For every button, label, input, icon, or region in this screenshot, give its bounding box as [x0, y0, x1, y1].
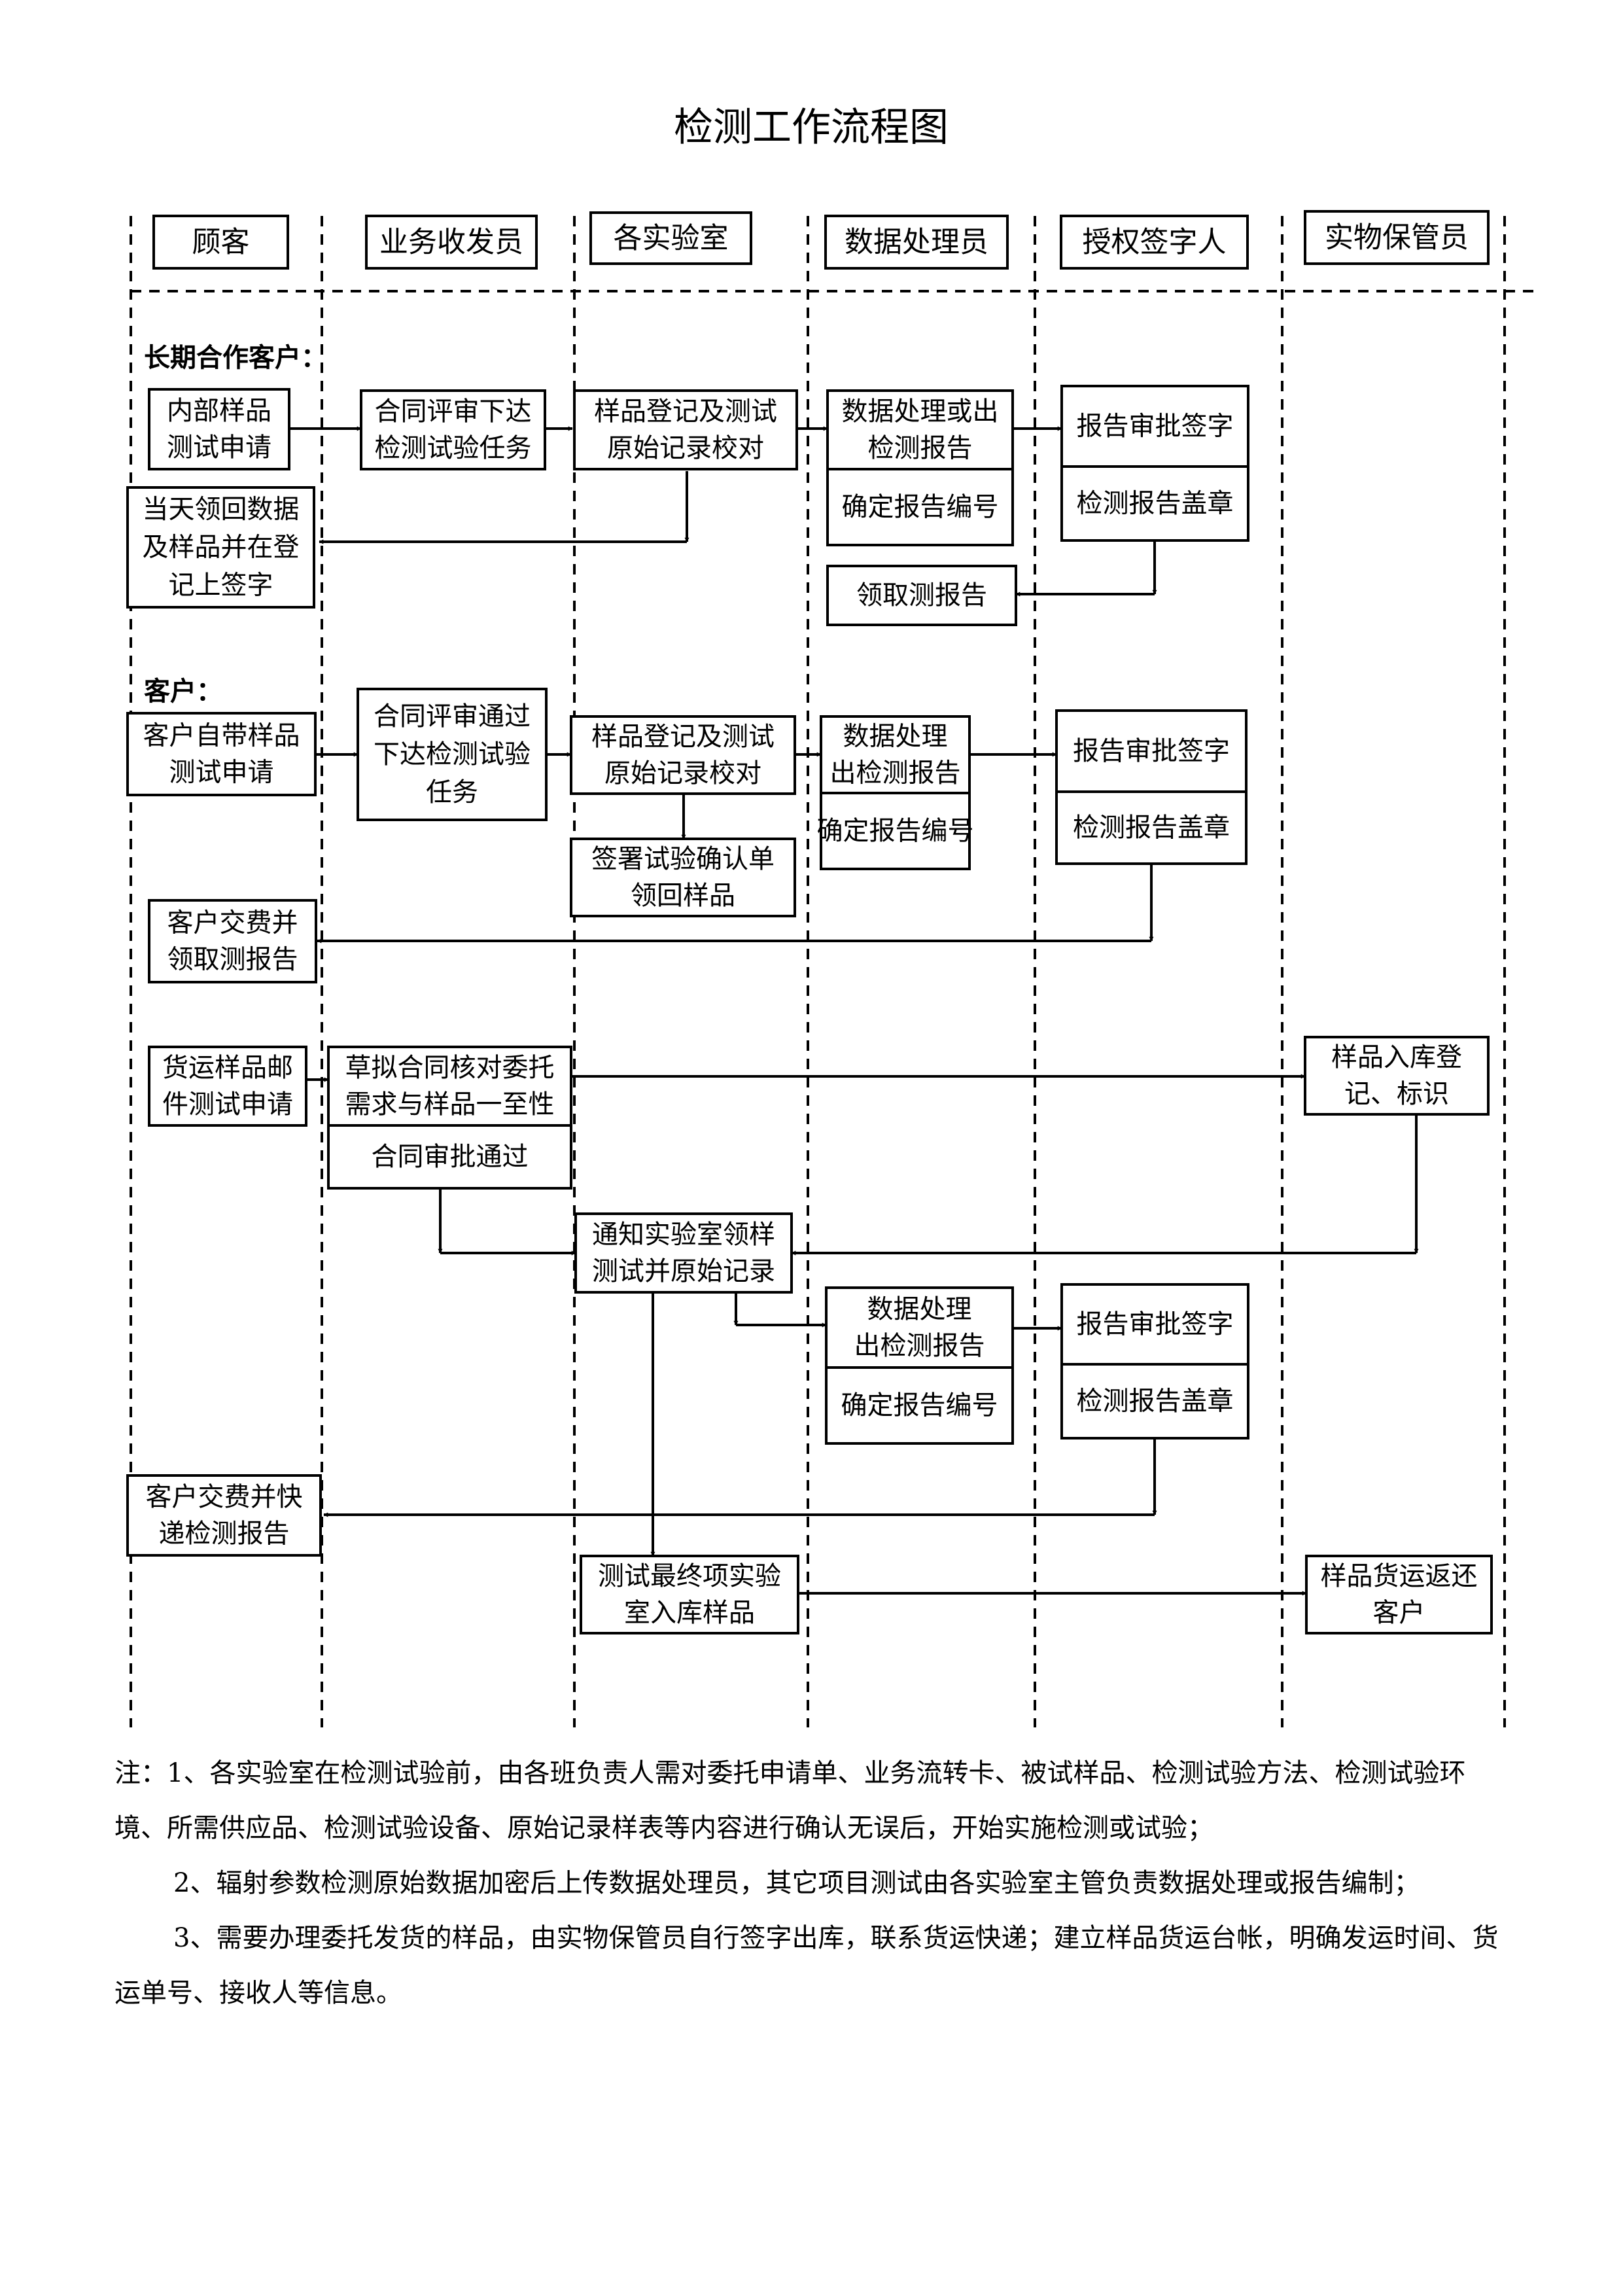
box-c-apply-label-line-2: 测试申请 — [169, 758, 274, 788]
box-f-store-label-line-1: 样品入库登 — [1331, 1042, 1462, 1072]
box-lt-return-label-line-3: 记上签字 — [169, 571, 273, 601]
box-c-register-label-line-1: 样品登记及测试 — [591, 722, 775, 752]
box-lt-return-label-line-1: 当天领回数据 — [143, 495, 300, 525]
box-lt-collect — [826, 565, 1017, 626]
box-f-draft — [327, 1046, 572, 1127]
lane-header-4-label: 数据处理员 — [845, 226, 988, 259]
box-c-data-label-line-2: 出检测报告 — [830, 758, 961, 788]
box-f-apply-label-line-2: 件测试申请 — [162, 1089, 293, 1120]
box-f-number-label-line-1: 确定报告编号 — [841, 1390, 998, 1421]
box-f-store — [1304, 1036, 1490, 1116]
box-lt-contract-label-line-1: 合同评审下达 — [375, 397, 532, 427]
box-f-apply-label-line-1: 货运样品邮 — [162, 1053, 293, 1083]
lane-header-6-label: 实物保管员 — [1325, 221, 1469, 255]
box-c-number-label-line-1: 确定报告编号 — [817, 816, 974, 846]
box-lt-data-label-line-1: 数据处理或出 — [842, 397, 999, 427]
lane-header-3-label: 各实验室 — [614, 222, 729, 255]
box-f-apply — [148, 1046, 307, 1127]
section-label-long-term: 长期合作客户： — [144, 342, 327, 373]
box-lt-number-label-line-1: 确定报告编号 — [842, 492, 999, 522]
box-f-seal-label-line-1: 检测报告盖章 — [1077, 1386, 1234, 1417]
box-c-apply — [126, 712, 317, 796]
box-c-pay-label-line-2: 领取测报告 — [167, 945, 298, 975]
box-c-confirm-label-line-2: 领回样品 — [631, 881, 735, 911]
lane-header-1-label: 顾客 — [192, 226, 250, 259]
box-lt-apply — [148, 388, 290, 470]
box-f-notify — [574, 1212, 793, 1294]
box-lt-contract — [360, 389, 546, 470]
box-f-data-label-line-1: 数据处理 — [867, 1294, 972, 1324]
box-lt-register-label-line-1: 样品登记及测试 — [594, 397, 777, 427]
box-f-data-label-line-2: 出检测报告 — [854, 1331, 985, 1361]
box-c-seal-label-line-1: 检测报告盖章 — [1073, 813, 1230, 843]
box-lt-register — [573, 389, 798, 470]
box-lt-approve-label-line-1: 报告审批签字 — [1077, 412, 1234, 442]
box-f-data — [825, 1286, 1014, 1369]
box-f-ship-label-line-2: 客户 — [1373, 1598, 1425, 1628]
box-lt-return-label-line-2: 及样品并在登 — [143, 533, 300, 563]
box-f-pay-label-line-2: 递检测报告 — [159, 1519, 290, 1549]
box-f-approved-label-line-1: 合同审批通过 — [372, 1142, 529, 1172]
box-c-data-label-line-1: 数据处理 — [843, 722, 948, 752]
box-lt-data-label-line-2: 检测报告 — [868, 433, 973, 463]
box-lt-seal-label-line-1: 检测报告盖章 — [1077, 489, 1234, 519]
box-c-contract — [357, 688, 548, 821]
box-f-final-label-line-2: 室入库样品 — [624, 1598, 755, 1628]
box-f-number — [825, 1366, 1014, 1445]
lane-dividers — [130, 216, 1537, 1727]
box-f-notify-label-line-1: 通知实验室领样 — [592, 1220, 775, 1250]
box-lt-seal — [1060, 465, 1249, 542]
box-c-register-label-line-2: 原始记录校对 — [604, 758, 761, 788]
box-lt-collect-label-line-1: 领取测报告 — [856, 580, 987, 610]
page-title: 检测工作流程图 — [674, 105, 949, 150]
box-lt-data — [826, 389, 1014, 470]
flow-boxes — [126, 210, 1493, 1634]
lane-header-2-label: 业务收发员 — [379, 226, 523, 259]
note-2: 2、辐射参数检测原始数据加密后上传数据处理员，其它项目测试由各实验室主管负责数据… — [173, 1868, 1420, 1898]
box-f-notify-label-line-2: 测试并原始记录 — [592, 1256, 775, 1286]
lane-header-1 — [152, 215, 289, 270]
box-c-confirm-label-line-1: 签署试验确认单 — [591, 844, 775, 874]
box-f-pay — [126, 1474, 322, 1557]
box-lt-number — [826, 468, 1014, 546]
box-lt-apply-label-line-1: 内部样品 — [167, 396, 271, 426]
box-c-contract-label-line-3: 任务 — [426, 777, 478, 807]
box-f-draft-label-line-1: 草拟合同核对委托 — [345, 1053, 555, 1083]
lane-header-5 — [1060, 215, 1249, 270]
box-c-seal — [1055, 790, 1248, 865]
box-c-approve — [1055, 709, 1248, 793]
flow-connectors — [289, 426, 1419, 1596]
box-c-number — [820, 792, 971, 870]
box-f-ship — [1305, 1555, 1493, 1634]
box-c-pay-label-line-1: 客户交费并 — [167, 908, 298, 938]
box-f-approve — [1060, 1283, 1249, 1366]
box-c-contract-label-line-2: 下达检测试验 — [374, 739, 531, 769]
lane-header-6 — [1304, 210, 1490, 265]
section-label-customer: 客户： — [144, 676, 222, 707]
lane-header-4 — [824, 215, 1009, 270]
lane-header-5-label: 授权签字人 — [1083, 226, 1227, 259]
lane-header-2 — [365, 215, 538, 270]
box-f-pay-label-line-1: 客户交费并快 — [146, 1482, 303, 1512]
box-c-pay — [148, 899, 317, 983]
box-c-apply-label-line-1: 客户自带样品 — [143, 721, 300, 751]
box-c-approve-label-line-1: 报告审批签字 — [1073, 736, 1230, 766]
box-lt-register-label-line-2: 原始记录校对 — [607, 433, 764, 463]
box-lt-contract-label-line-2: 检测试验任务 — [375, 433, 532, 463]
box-f-store-label-line-2: 记、标识 — [1344, 1079, 1449, 1109]
box-f-draft-label-line-2: 需求与样品一至性 — [345, 1089, 555, 1120]
box-c-contract-label-line-1: 合同评审通过 — [374, 701, 531, 732]
box-f-approve-label-line-1: 报告审批签字 — [1077, 1309, 1234, 1339]
box-f-ship-label-line-1: 样品货运返还 — [1321, 1561, 1478, 1591]
lane-header-3 — [589, 211, 752, 265]
note-3: 3、需要办理委托发货的样品，由实物保管员自行签字出库，联系货运快递；建立样品货运… — [114, 1923, 1499, 2008]
box-lt-apply-label-line-2: 测试申请 — [167, 433, 271, 463]
box-f-approved — [327, 1124, 572, 1190]
box-f-final-label-line-1: 测试最终项实验 — [598, 1561, 781, 1591]
box-lt-return — [126, 486, 315, 609]
note-1: 注：1、各实验室在检测试验前，由各班负责人需对委托申请单、业务流转卡、被试样品、… — [114, 1758, 1466, 1843]
